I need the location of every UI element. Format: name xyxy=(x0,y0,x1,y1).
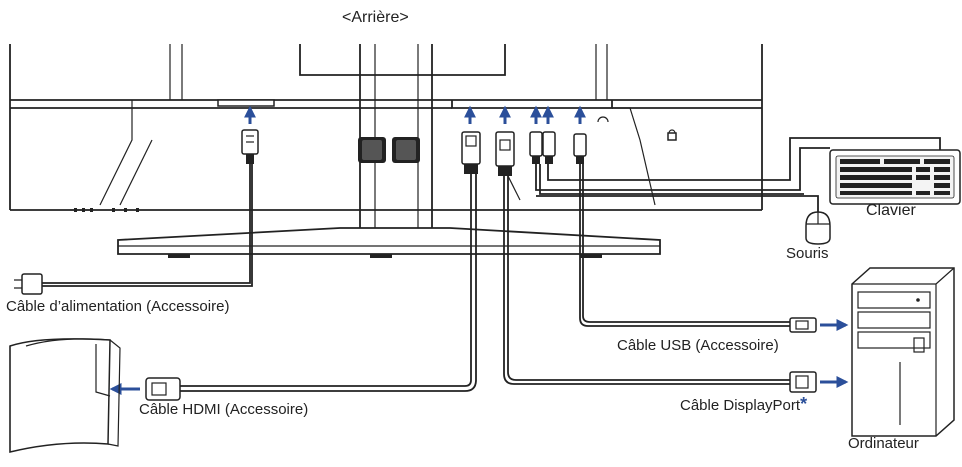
usb-device-cables xyxy=(529,131,941,212)
monitor-back xyxy=(9,44,763,258)
displayport-asterisk: * xyxy=(800,394,808,414)
external-display-illustration xyxy=(9,338,121,453)
keyboard-illustration xyxy=(829,149,961,205)
power-cable xyxy=(14,129,259,295)
computer-label: Ordinateur xyxy=(848,435,919,452)
hdmi-cable-label: Câble HDMI (Accessoire) xyxy=(139,401,309,418)
power-cable-label: Câble d’alimentation (Accessoire) xyxy=(6,298,230,315)
displayport-cable xyxy=(495,131,849,393)
usb-cable xyxy=(573,133,849,333)
keyboard-label: Clavier xyxy=(866,202,916,219)
computer-illustration xyxy=(851,267,955,437)
diagram-title: <Arrière> xyxy=(342,9,409,26)
usb-cable-label: Câble USB (Accessoire) xyxy=(617,337,779,354)
hdmi-cable xyxy=(109,131,481,401)
port-arrows xyxy=(244,105,586,124)
mouse-illustration xyxy=(805,211,831,245)
displayport-cable-text: Câble DisplayPort xyxy=(680,397,801,414)
mouse-label: Souris xyxy=(786,245,829,262)
displayport-cable-label: Câble DisplayPort* xyxy=(680,394,808,415)
